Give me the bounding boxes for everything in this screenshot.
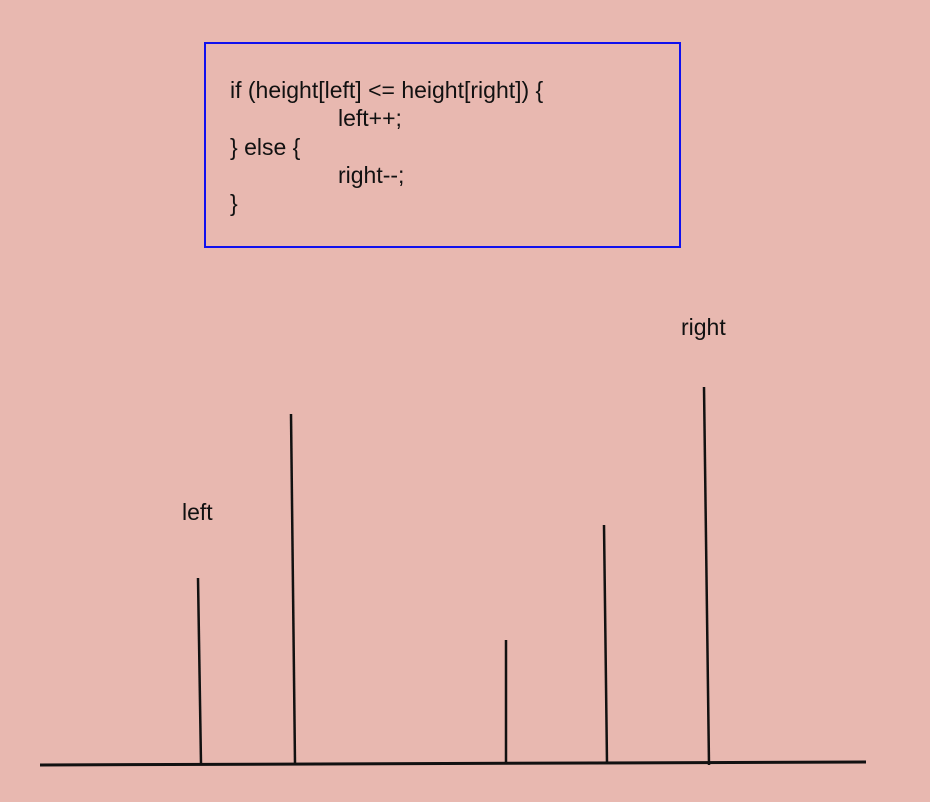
left-pointer-label: left xyxy=(182,499,213,525)
code-box: if (height[left] <= height[right]) { lef… xyxy=(204,42,681,248)
baseline xyxy=(39,760,867,767)
code-line-if: if (height[left] <= height[right]) { xyxy=(230,77,544,103)
bar-5 xyxy=(702,386,711,766)
code-line-right-decrement: right--; xyxy=(338,162,405,188)
code-line-close-brace: } xyxy=(230,190,238,216)
code-line-else: } else { xyxy=(230,134,301,160)
bar-2 xyxy=(289,413,297,765)
code-line-left-increment: left++; xyxy=(338,105,402,131)
bar-4 xyxy=(602,524,609,764)
right-pointer-label: right xyxy=(681,314,726,340)
bar-1 xyxy=(196,577,203,765)
